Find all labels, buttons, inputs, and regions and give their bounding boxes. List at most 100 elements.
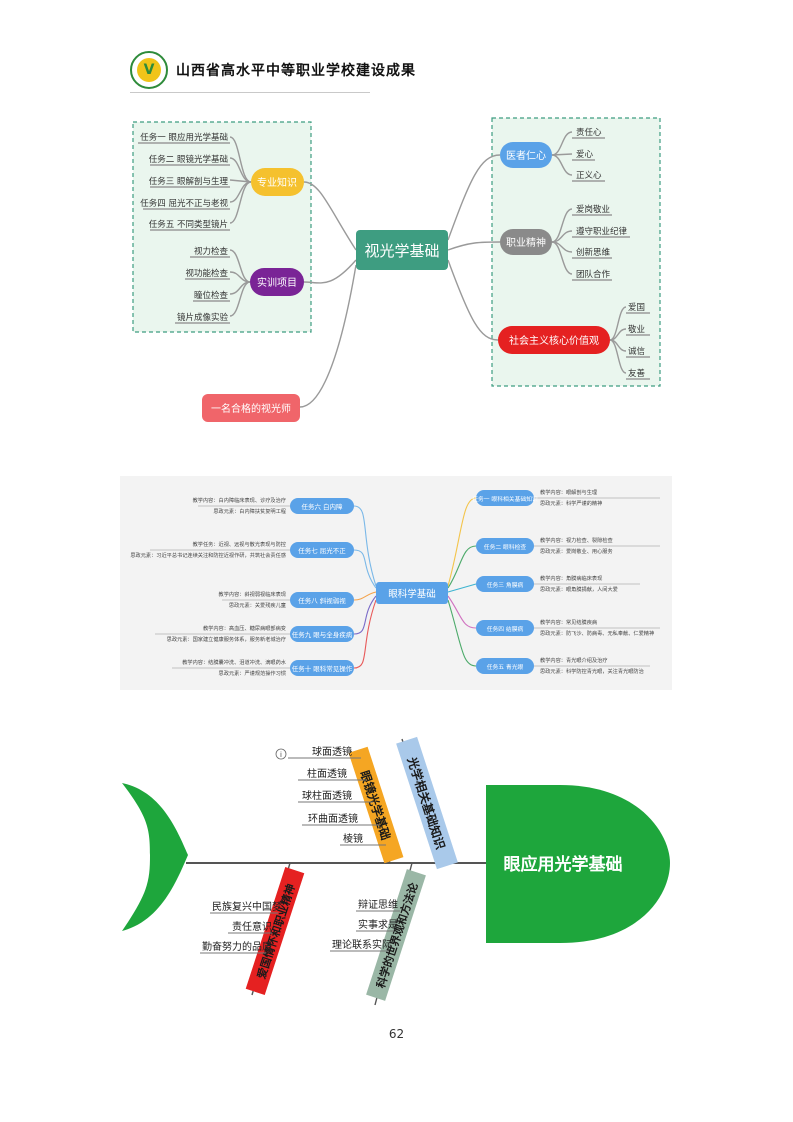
branch-detail: 思政元素：习近平总书记连续关注和防控近视作研，共筑社会责任感 bbox=[130, 551, 286, 559]
branch-label: 任务八 斜视弱视 bbox=[298, 596, 346, 605]
shixun-item: 视力检查 bbox=[194, 246, 229, 257]
branch-detail: 教学内容：高血压、糖尿病眼部病变 bbox=[203, 624, 286, 632]
branch-detail: 思政元素：科学严谨的精神 bbox=[540, 499, 602, 507]
branch-detail: 教学内容：结膜囊冲洗、泪道冲洗、滴眼药水 bbox=[182, 658, 287, 666]
branch-node bbox=[476, 620, 534, 636]
zhuanye-node-label: 专业知识 bbox=[257, 176, 297, 189]
info-icon-glyph: i bbox=[280, 751, 282, 759]
branch-detail: 思政元素：严谨规范操作习惯 bbox=[219, 669, 286, 677]
fishbone-eye-optics: 眼应用光学基础 眼镜光学基础 光学相关基础知识 爱国情怀和职业精神 科学的世界观… bbox=[122, 736, 670, 1006]
shehui-node bbox=[498, 326, 610, 354]
zhiye-node-label: 职业精神 bbox=[506, 236, 546, 249]
bone1-item: 球面透镜 bbox=[312, 745, 352, 758]
bone4-item: 实事求是 bbox=[358, 918, 398, 931]
goal-node-label: 一名合格的视光师 bbox=[211, 402, 291, 415]
goal-node bbox=[202, 394, 300, 422]
header-divider bbox=[130, 92, 370, 93]
branch-detail: 思政元素：白内障扶贫复明工程 bbox=[213, 507, 286, 515]
zhuanye-item: 任务五 不同类型镜片 bbox=[149, 219, 228, 230]
zhuanye-item: 任务四 屈光不正与老视 bbox=[140, 198, 228, 209]
yizhe-node bbox=[500, 142, 552, 168]
branch-node bbox=[476, 490, 534, 506]
branch-label: 任务六 白内障 bbox=[301, 502, 343, 511]
mindmap-vision-optics: 任务一 眼应用光学基础 任务二 眼镜光学基础 任务三 眼解剖与生理 任务四 屈光… bbox=[132, 117, 661, 422]
branch-detail: 思政元素：关爱残疾儿童 bbox=[229, 601, 286, 609]
bone1-item: 球柱面透镜 bbox=[302, 789, 352, 802]
shixun-node-label: 实训项目 bbox=[257, 276, 297, 289]
yizhe-item: 爱心 bbox=[576, 150, 594, 160]
left-dashed-box bbox=[132, 121, 312, 333]
bone3-item: 民族复兴中国梦 bbox=[212, 900, 282, 913]
zhiye-item: 创新思维 bbox=[576, 247, 611, 258]
logo-emblem: V bbox=[137, 58, 161, 82]
bone4-item: 理论联系实际 bbox=[332, 938, 392, 951]
shehui-item: 敬业 bbox=[628, 324, 645, 335]
branch-node bbox=[290, 626, 354, 642]
zhuanye-item: 任务一 眼应用光学基础 bbox=[140, 132, 228, 143]
shixun-node bbox=[250, 268, 304, 296]
shixun-item: 镜片成像实验 bbox=[177, 312, 229, 323]
branch-label: 任务五 青光眼 bbox=[487, 663, 524, 671]
bone4-label: 科学的世界观和方法论 bbox=[373, 880, 421, 990]
center-node-ophthalmology bbox=[376, 582, 448, 604]
branch-detail: 思政元素：眼角膜捐献，人间大爱 bbox=[540, 585, 618, 593]
zhiye-item: 爱岗敬业 bbox=[576, 204, 610, 215]
bone1-item: 柱面透镜 bbox=[307, 767, 347, 780]
bone1-item: 棱镜 bbox=[343, 832, 363, 845]
branch-detail: 教学内容：视力检查、裂隙检查 bbox=[540, 536, 613, 544]
shixun-item: 视功能检查 bbox=[185, 268, 228, 279]
mindmap-ophthalmology: 眼科学基础 任务六 白内障 教学内容：白内障临床表现、诊疗及治疗思政元素：白内障扶… bbox=[120, 476, 672, 690]
branch-node bbox=[290, 660, 354, 676]
header-title: 山西省高水平中等职业学校建设成果 bbox=[176, 63, 416, 79]
branch-node bbox=[290, 592, 354, 608]
branch-label: 任务四 结膜病 bbox=[487, 625, 524, 633]
yizhe-item: 正义心 bbox=[576, 171, 602, 181]
branch-detail: 教学内容：角膜病临床表现 bbox=[540, 574, 602, 582]
branch-node bbox=[476, 538, 534, 554]
branch-detail: 思政元素：防飞沙、防病毒、无私奉献、仁爱精神 bbox=[540, 629, 654, 637]
branch-detail: 教学内容：常见结膜疾病 bbox=[540, 618, 597, 626]
zhiye-node bbox=[500, 229, 552, 255]
bone1-bar: 眼镜光学基础 bbox=[348, 746, 404, 864]
info-icon[interactable] bbox=[275, 748, 287, 760]
shehui-item: 诚信 bbox=[628, 346, 646, 357]
center-node-label: 眼科学基础 bbox=[388, 588, 436, 600]
shixun-item: 瞳位检查 bbox=[194, 290, 229, 301]
zhiye-item: 遵守职业纪律 bbox=[576, 226, 628, 237]
mindmap2-left-branches: 任务六 白内障 教学内容：白内障临床表现、诊疗及治疗思政元素：白内障扶贫复明工程任… bbox=[130, 496, 354, 677]
branch-detail: 教学内容：青光眼介绍及治疗 bbox=[540, 656, 607, 664]
branch-node bbox=[476, 576, 534, 592]
yizhe-node-label: 医者仁心 bbox=[506, 150, 546, 162]
branch-node bbox=[290, 498, 354, 514]
yizhe-item: 责任心 bbox=[576, 127, 602, 138]
branch-detail: 教学内容：斜视弱视临床表现 bbox=[219, 590, 286, 598]
zhuanye-node bbox=[251, 168, 304, 196]
zhuanye-item: 任务二 眼镜光学基础 bbox=[149, 154, 228, 165]
branch-node bbox=[290, 542, 354, 558]
fish-head bbox=[486, 785, 670, 943]
zhuanye-item: 任务三 眼解剖与生理 bbox=[149, 176, 229, 187]
school-logo: V bbox=[130, 51, 168, 89]
branch-label: 任务三 角膜病 bbox=[487, 581, 524, 589]
bone3-item: 勤奋努力的品质 bbox=[202, 940, 272, 953]
shehui-item: 友善 bbox=[628, 368, 646, 379]
branch-label: 任务九 眼与全身疾病 bbox=[292, 630, 353, 639]
fish-head-label: 眼应用光学基础 bbox=[504, 854, 623, 875]
center-node-label: 视光学基础 bbox=[364, 242, 439, 260]
branch-detail: 思政元素：科学防控青光眼，关注青光眼防治 bbox=[540, 667, 644, 675]
zhiye-item: 团队合作 bbox=[576, 269, 611, 280]
fish-tail bbox=[122, 783, 188, 931]
branch-label: 任务七 屈光不正 bbox=[298, 546, 346, 555]
branch-label: 任务一 眼科相关基础知识 bbox=[472, 495, 538, 503]
branch-label: 任务二 眼科检查 bbox=[484, 543, 527, 551]
page-number: 62 bbox=[388, 1027, 405, 1041]
branch-detail: 思政元素：国家建立健康服务体系，服务新老城治疗 bbox=[167, 635, 286, 643]
document-header: V 山西省高水平中等职业学校建设成果 bbox=[130, 50, 416, 90]
branch-node bbox=[476, 658, 534, 674]
bone3-item: 责任意识 bbox=[232, 920, 272, 933]
branch-detail: 教学内容：眼解剖与生理 bbox=[540, 488, 598, 496]
branch-label: 任务十 眼科常见操作 bbox=[292, 664, 353, 673]
branch-detail: 教学内容：白内障临床表现、诊疗及治疗 bbox=[193, 496, 286, 504]
shehui-item: 爱国 bbox=[628, 303, 645, 313]
